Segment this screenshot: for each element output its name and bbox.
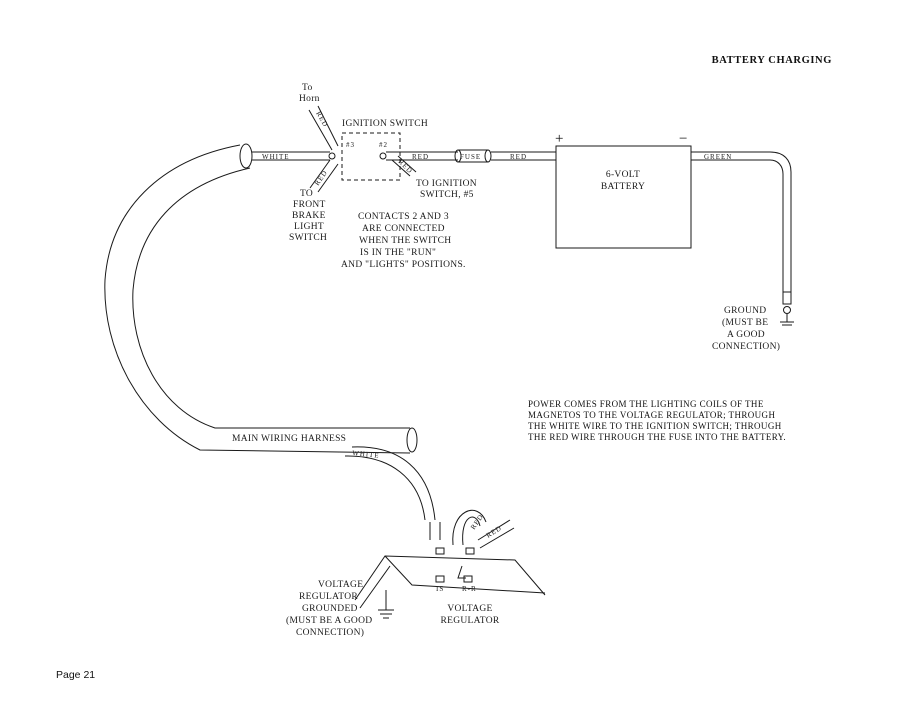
terminal-2-label: #2 (379, 141, 388, 149)
wire-label-white-top: WHITE (262, 153, 290, 161)
contacts-note-1: CONTACTS 2 AND 3 (358, 212, 449, 222)
contacts-note-4: IS IN THE "RUN" (360, 248, 436, 258)
red-wire-to-brake (309, 159, 339, 193)
to-brake-label-5: SWITCH (289, 233, 327, 243)
to-ignition-label-2: SWITCH, #5 (420, 190, 474, 200)
vr-grounded-label-5: CONNECTION) (296, 627, 364, 638)
white-wire-top (252, 151, 330, 161)
wire-label-red-brake: RED (313, 169, 329, 188)
battery-plus: + (555, 131, 564, 147)
vr-grounded-label-4: (MUST BE A GOOD (286, 615, 372, 626)
contacts-note-5: AND "LIGHTS" POSITIONS. (341, 260, 466, 270)
vr-grounded-label-1: VOLTAGE (318, 580, 363, 590)
battery-label-2: BATTERY (601, 182, 645, 192)
contacts-note-3: WHEN THE SWITCH (359, 236, 451, 246)
wire-label-green: GREEN (704, 153, 732, 161)
description-line-2: MAGNETOS TO THE VOLTAGE REGULATOR; THROU… (528, 410, 775, 420)
description-line-1: POWER COMES FROM THE LIGHTING COILS OF T… (528, 399, 764, 409)
red-wire-out (477, 519, 515, 549)
wire-label-red-after-switch: RED (412, 153, 429, 161)
to-ignition-label-1: TO IGNITION (416, 179, 477, 189)
red-wire-to-ignition-5 (391, 155, 417, 177)
fuse (454, 149, 492, 163)
wire-label-white-lower: WHITE (352, 449, 380, 460)
to-brake-label-3: BRAKE (292, 211, 326, 221)
terminal-is-label: IS (436, 585, 444, 593)
terminal-rr-label: R-R (462, 585, 477, 593)
to-horn-label-2: Horn (299, 94, 320, 104)
page-number: Page 21 (56, 669, 95, 681)
red-wire-fuse-to-battery (491, 151, 556, 161)
ground-label-2: (MUST BE (722, 317, 768, 328)
ground-label-4: CONNECTION) (712, 341, 780, 352)
main-wiring-harness (104, 143, 436, 521)
battery (555, 145, 692, 249)
description-line-3: THE WHITE WIRE TO THE IGNITION SWITCH; T… (528, 421, 782, 431)
wire-label-red-reg-2: RED (485, 524, 504, 540)
voltage-regulator (354, 547, 546, 609)
ignition-switch-label: IGNITION SWITCH (342, 119, 428, 129)
regulator-ground-symbol (378, 590, 394, 619)
to-horn-label-1: To (302, 83, 313, 93)
to-brake-label-4: LIGHT (294, 222, 324, 232)
ground-symbol (780, 291, 794, 326)
vr-grounded-label-2: REGULATOR (299, 592, 358, 602)
red-wire-to-horn (308, 105, 339, 151)
red-wire-loop (452, 510, 487, 546)
voltage-regulator-label-1: VOLTAGE (447, 604, 492, 614)
main-harness-label: MAIN WIRING HARNESS (232, 434, 346, 444)
battery-minus: − (679, 131, 688, 147)
ground-label-3: A GOOD (727, 330, 765, 340)
vr-grounded-label-3: GROUNDED (302, 604, 358, 614)
red-wire-switch-to-fuse (386, 151, 458, 161)
ignition-switch (328, 132, 401, 181)
fuse-label: FUSE (460, 153, 481, 161)
to-brake-label-1: TO (300, 189, 313, 199)
to-brake-label-2: FRONT (293, 200, 326, 210)
wire-label-red-after-fuse: RED (510, 153, 527, 161)
ground-label-1: GROUND (724, 306, 766, 316)
page-title: BATTERY CHARGING (712, 55, 832, 66)
battery-label-1: 6-VOLT (606, 170, 640, 180)
green-wire (691, 151, 792, 292)
wire-label-red-horn: RED (314, 110, 329, 129)
voltage-regulator-label-2: REGULATOR (441, 616, 500, 626)
terminal-3-label: #3 (346, 141, 355, 149)
white-wire-to-regulator (429, 522, 441, 540)
description-line-4: THE RED WIRE THROUGH THE FUSE INTO THE B… (528, 432, 786, 442)
contacts-note-2: ARE CONNECTED (362, 224, 445, 234)
